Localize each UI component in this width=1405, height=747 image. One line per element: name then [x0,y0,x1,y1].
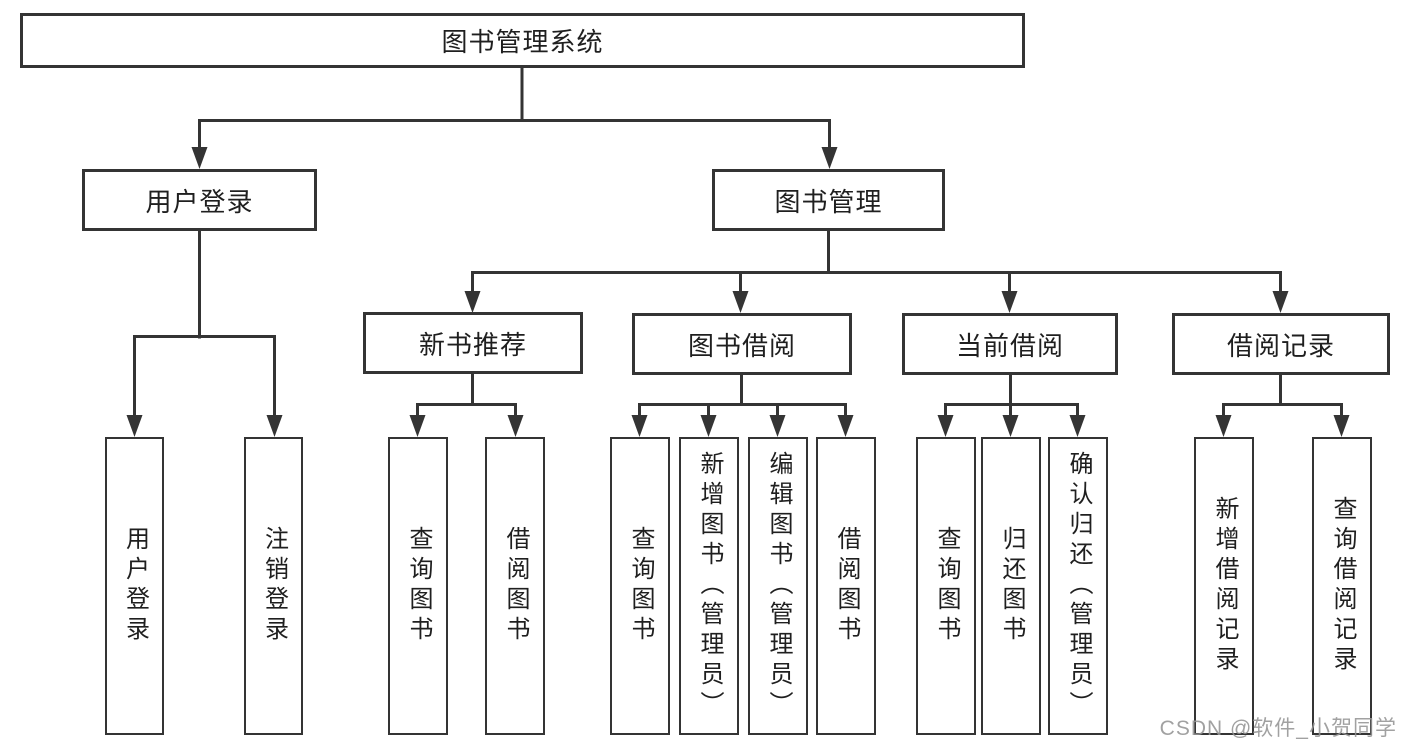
csdn-watermark: CSDN @软件_小贺同学 [1159,717,1397,740]
edge-arrowheads [126,147,1350,437]
node-current-borrowing: 当前借阅 [902,313,1118,375]
leaf-user-login: 用户登录 [105,437,164,735]
leaf-recommend-query-books: 查询图书 [388,437,448,735]
node-user-login: 用户登录 [82,169,317,231]
leaf-current-query-books: 查询图书 [916,437,976,735]
leaf-recommend-borrow-books: 借阅图书 [485,437,545,735]
leaf-borrowing-borrow-books: 借阅图书 [816,437,876,735]
leaf-edit-book-admin: 编辑图书（管理员） [748,437,808,735]
leaf-query-borrow-record: 查询借阅记录 [1312,437,1372,735]
leaf-return-books: 归还图书 [981,437,1041,735]
edge-lines [133,67,1343,418]
leaf-add-borrow-record: 新增借阅记录 [1194,437,1254,735]
leaf-logout: 注销登录 [244,437,303,735]
leaf-add-book-admin: 新增图书（管理员） [679,437,739,735]
leaf-confirm-return-admin: 确认归还（管理员） [1048,437,1108,735]
leaf-borrowing-query-books: 查询图书 [610,437,670,735]
node-new-book-recommend: 新书推荐 [363,312,583,374]
node-book-borrowing: 图书借阅 [632,313,852,375]
node-borrowing-records: 借阅记录 [1172,313,1390,375]
node-root-system: 图书管理系统 [20,13,1025,68]
node-book-management: 图书管理 [712,169,945,231]
